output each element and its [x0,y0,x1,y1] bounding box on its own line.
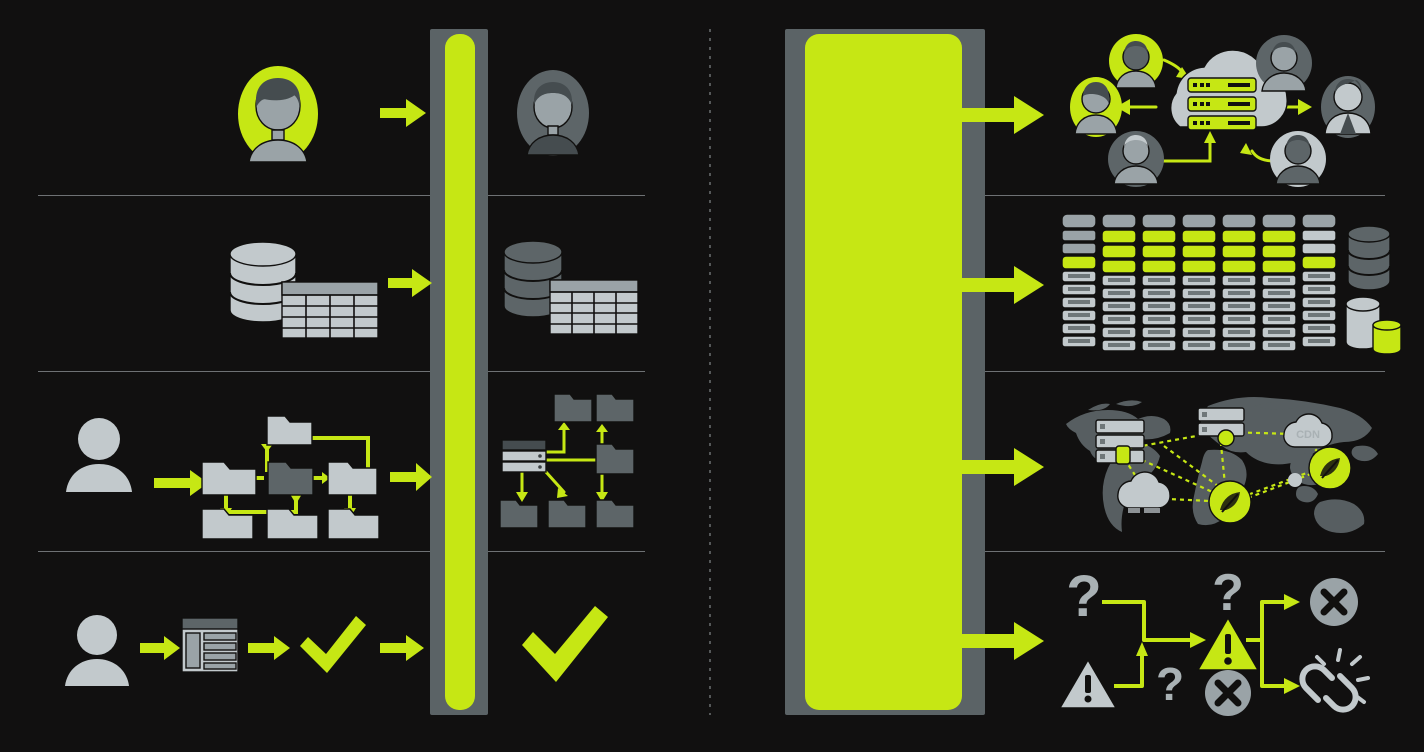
arrow-right-icon-3 [380,635,424,661]
cloud-server-units [1187,77,1257,131]
storage-cylinder-green-icon [1372,319,1402,355]
edge-node-east-asia [1308,446,1352,490]
right-capacity-bar [785,29,985,715]
user-checklist-check-icon [65,615,424,686]
server-rack-farm-icon [1061,213,1402,355]
database-table-dark-icon [503,240,639,335]
left-row-validation-target [510,600,620,690]
avatar-bottom-left [1108,131,1164,187]
avatar-male-gray-icon [517,70,589,156]
server-stack-icon [501,439,547,473]
row-separator-3-right [785,551,1385,552]
error-circle-x-top-right-icon [1310,578,1358,626]
server-node-americas [1095,419,1145,465]
user-silhouette-icon [66,418,132,492]
error-flow-icon: ? ? ? [1059,564,1370,716]
question-mark-mid-icon: ? [1156,658,1184,710]
folder-icon-group [499,393,635,529]
tree-connectors [520,428,606,494]
data-table-icon [281,281,379,339]
checkmark-icon [300,616,366,673]
broken-link-icon [1299,648,1370,713]
row-separator-2-left [38,371,645,372]
world-map-network-icon: CDN [1066,397,1378,533]
arrow-right-icon [380,99,426,127]
checkmark-large-icon [522,606,608,682]
cloud-collaboration-icon [1070,34,1375,187]
cdn-label: CDN [1296,429,1320,441]
edge-node-africa [1208,480,1252,524]
server-to-folder-tree-icon [499,393,635,529]
avatar-top-left-highlighted [1109,34,1163,89]
warning-triangle-green-icon [1197,617,1259,671]
cdn-node-asia: CDN [1283,413,1333,448]
center-dotted-divider [709,29,711,715]
error-flow-connectors [1102,600,1288,688]
storage-cylinder-dark-icon [1347,225,1391,291]
checklist-document-icon [181,617,239,673]
right-bar-fill [805,34,962,710]
right-row-scale [1058,212,1402,362]
cloud-node-south-america [1117,471,1171,513]
right-row-errors: ? ? ? [1058,560,1388,720]
left-row-workflow-source [62,392,432,540]
left-row-validation-source [62,608,432,708]
question-mark-top-mid-icon: ? [1212,564,1244,622]
error-circle-x-mid-icon [1205,670,1251,716]
map-marker-dot [1288,473,1302,487]
avatar-female-highlighted-icon [238,66,318,163]
right-row-scale-arrow [958,266,1044,304]
row-separator-3-left [38,551,645,552]
avatar-top-right [1256,35,1312,92]
right-row-global-arrow [958,448,1044,486]
arrow-right-icon [388,269,432,297]
avatar-mid-left-highlighted [1070,77,1122,137]
folder-icon-group [201,415,380,540]
question-mark-top-left-icon: ? [1066,564,1101,629]
left-row-workflow-target [498,392,638,532]
left-bar-fill [445,34,475,710]
left-row-data-source [222,228,432,343]
left-capacity-bar [430,29,488,715]
arrow-right-icon [958,622,1044,660]
row-separator-2-right [785,371,1385,372]
user-to-folder-tree-icon [66,415,380,540]
left-row-users-target [515,68,611,162]
data-table-icon [549,279,639,335]
right-row-errors-arrow [958,622,1044,660]
avatar-mid-right [1321,76,1375,138]
arrow-right-icon-2 [390,463,432,491]
right-row-global: CDN [1058,390,1388,550]
avatar-bottom-right [1270,131,1326,187]
user-silhouette-icon [65,615,129,686]
left-row-data-target [500,228,640,343]
arrow-right-icon-2 [248,636,290,660]
server-node-europe [1197,407,1245,447]
right-row-collaboration [1058,33,1388,188]
warning-triangle-gray-icon [1059,659,1117,709]
storage-cylinder-light-icon [1345,296,1381,350]
arrow-right-icon [140,636,180,660]
right-row-collaboration-arrow [958,96,1044,134]
left-row-users [230,60,430,170]
arrow-right-icon [958,448,1044,486]
arrow-right-icon [154,470,208,496]
row-separator-1-left [38,195,645,196]
database-table-light-icon [229,241,379,339]
arrow-right-icon [958,266,1044,304]
arrow-right-icon [958,96,1044,134]
row-separator-1-right [785,195,1385,196]
